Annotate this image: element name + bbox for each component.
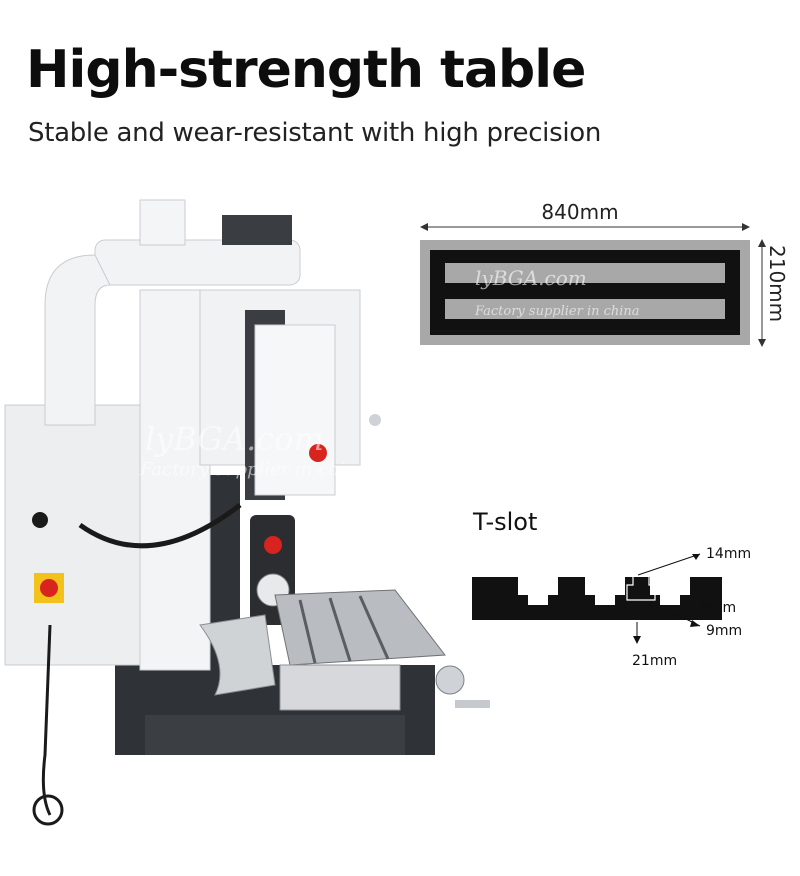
electrical-cabinet — [4, 404, 146, 666]
tslot-dim-depth: 21mm — [632, 653, 677, 669]
pendant-cable — [78, 503, 242, 549]
table-saddle — [279, 664, 401, 711]
width-arrow-right — [742, 223, 750, 231]
bellows — [199, 614, 276, 696]
machine-watermark-tagline: Factory supplier in china — [139, 459, 368, 480]
tslot-label: T-slot — [473, 508, 538, 536]
page-subtitle: Stable and wear-resistant with high prec… — [28, 118, 602, 148]
tslot-profile — [472, 577, 722, 620]
width-arrow-left — [420, 223, 428, 231]
machine-watermark-brand: lyBGA.com — [145, 420, 324, 458]
head-handwheel — [369, 414, 381, 426]
table-rail-bottom — [445, 299, 725, 319]
head-front — [254, 324, 336, 496]
cable-coil — [32, 794, 64, 826]
machine-base-lower — [145, 715, 405, 755]
top-arm — [94, 239, 301, 286]
tslot-dim-mid: 8mm — [700, 600, 736, 616]
dim-top-leader — [637, 553, 701, 576]
table-watermark-tagline: Factory supplier in china — [474, 304, 640, 319]
power-cable — [41, 624, 52, 816]
motor-dark-box — [222, 215, 292, 245]
cabinet-black-button — [32, 512, 48, 528]
worktable — [274, 589, 446, 666]
table-rail-top — [445, 263, 725, 283]
main-switch-knob — [40, 579, 58, 597]
tslot-highlight-slot — [626, 577, 656, 601]
table-slot-3 — [358, 595, 390, 660]
dim-depth-arrow — [633, 636, 641, 644]
cabinet-side — [139, 289, 211, 671]
table-dimension-diagram: 840mm lyBGA.com Factory supplier in chin… — [420, 200, 789, 347]
page-title: High-strength table — [26, 40, 586, 100]
height-dimension-label: 210mm — [765, 245, 789, 322]
handwheel-handle — [455, 700, 490, 708]
tslot-dim-top: 14mm — [706, 546, 751, 562]
height-arrow-bottom — [758, 339, 766, 347]
pendant-estop — [264, 536, 282, 554]
tslot-dim-low: 9mm — [706, 623, 742, 639]
dim-low-arrow — [690, 620, 700, 627]
dim-top-arrow — [692, 554, 700, 560]
tslot-diagram: 14mm 8mm 9mm 21mm — [472, 546, 751, 669]
table-watermark-brand: lyBGA.com — [475, 266, 587, 290]
dim-mid-leader — [681, 599, 697, 607]
table-slot-2 — [328, 597, 352, 662]
table-handwheel — [435, 665, 465, 695]
table-inner-frame — [430, 250, 740, 335]
table-slot-1 — [298, 599, 317, 664]
arm-top-box — [139, 199, 186, 246]
milling-machine-image: lyBGA.com Factory supplier in china — [4, 199, 490, 826]
height-arrow-top — [758, 239, 766, 247]
head-red-knob — [309, 444, 327, 462]
width-dimension-label: 840mm — [541, 200, 618, 224]
arm-curve — [44, 254, 111, 426]
